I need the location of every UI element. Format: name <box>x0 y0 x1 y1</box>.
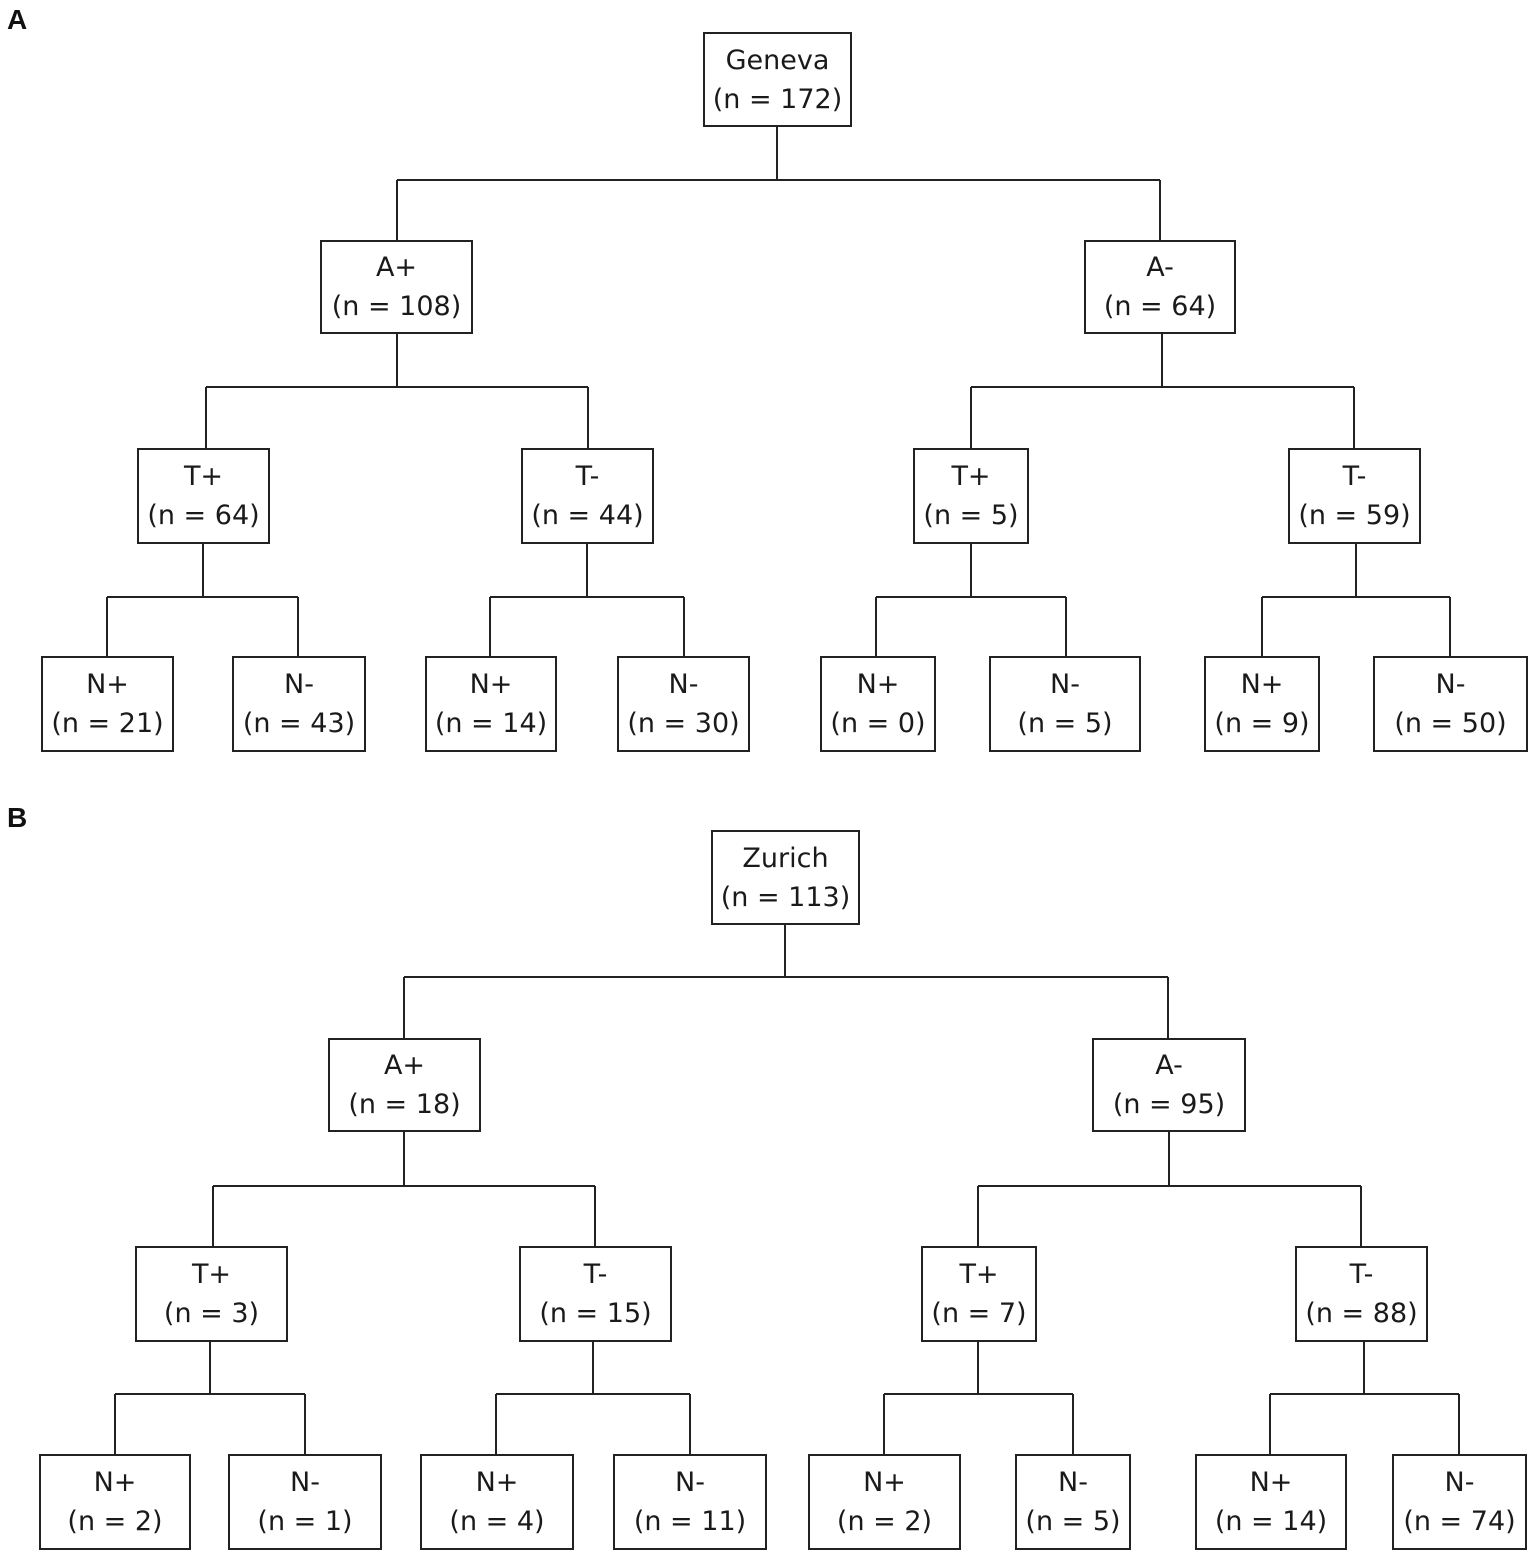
node-count: (n = 172) <box>712 83 843 115</box>
node-count: (n = 18) <box>348 1089 461 1120</box>
node-title: T+ <box>959 1259 999 1290</box>
node-title: N+ <box>856 669 900 700</box>
node-count: (n = 50) <box>1394 708 1507 739</box>
node-title: T- <box>1342 461 1367 492</box>
node-title: N+ <box>863 1467 906 1498</box>
node-title: T- <box>575 461 600 492</box>
node-n-plus: N+ (n = 0) <box>820 656 936 752</box>
node-t-minus: T- (n = 88) <box>1295 1246 1428 1342</box>
node-a-plus: A+ (n = 108) <box>320 240 473 334</box>
node-title: N+ <box>93 1467 137 1498</box>
node-n-minus: N- (n = 1) <box>228 1454 382 1550</box>
node-title: A- <box>1146 252 1174 283</box>
node-title: T+ <box>951 461 991 492</box>
node-n-plus: N+ (n = 9) <box>1204 656 1320 752</box>
root-node-geneva: Geneva (n = 172) <box>703 32 852 127</box>
node-title: N+ <box>469 669 513 700</box>
node-n-minus: N- (n = 50) <box>1373 656 1528 752</box>
node-n-minus: N- (n = 5) <box>1015 1454 1131 1550</box>
node-count: (n = 0) <box>830 708 926 739</box>
node-n-minus: N- (n = 5) <box>989 656 1141 752</box>
node-title: N- <box>284 669 314 700</box>
node-title: A- <box>1155 1050 1183 1081</box>
node-t-plus: T+ (n = 3) <box>135 1246 288 1342</box>
node-t-plus: T+ (n = 7) <box>921 1246 1037 1342</box>
node-a-plus: A+ (n = 18) <box>328 1038 481 1132</box>
node-title: N- <box>1058 1467 1088 1498</box>
node-count: (n = 2) <box>836 1506 933 1537</box>
node-count: (n = 4) <box>449 1506 545 1537</box>
node-t-minus: T- (n = 44) <box>521 448 654 544</box>
node-n-plus: N+ (n = 2) <box>808 1454 961 1550</box>
node-title: N- <box>1050 669 1080 700</box>
node-n-plus: N+ (n = 2) <box>39 1454 191 1550</box>
node-count: (n = 44) <box>531 500 644 531</box>
node-count: (n = 7) <box>931 1298 1027 1329</box>
node-title: Zurich <box>742 842 829 874</box>
panel-label-b: B <box>7 802 28 833</box>
node-count: (n = 59) <box>1298 500 1411 531</box>
node-n-plus: N+ (n = 4) <box>420 1454 574 1550</box>
node-count: (n = 5) <box>923 500 1019 531</box>
node-count: (n = 1) <box>257 1506 353 1537</box>
node-title: N- <box>675 1467 705 1498</box>
node-count: (n = 113) <box>720 881 851 913</box>
node-n-plus: N+ (n = 14) <box>425 656 557 752</box>
node-n-plus: N+ (n = 14) <box>1195 1454 1347 1550</box>
node-title: T+ <box>183 461 224 492</box>
node-count: (n = 15) <box>539 1298 652 1329</box>
node-a-minus: A- (n = 95) <box>1092 1038 1246 1132</box>
node-count: (n = 95) <box>1112 1089 1226 1120</box>
node-t-minus: T- (n = 15) <box>519 1246 672 1342</box>
node-count: (n = 3) <box>163 1298 260 1329</box>
node-title: A+ <box>383 1050 426 1081</box>
node-title: T+ <box>191 1259 232 1290</box>
node-title: N- <box>1435 669 1466 700</box>
node-count: (n = 5) <box>1025 1506 1121 1537</box>
node-title: T- <box>1349 1259 1374 1290</box>
node-title: N- <box>290 1467 320 1498</box>
node-count: (n = 5) <box>1017 708 1113 739</box>
node-a-minus: A- (n = 64) <box>1084 240 1236 334</box>
node-count: (n = 14) <box>434 708 548 739</box>
node-t-plus: T+ (n = 5) <box>913 448 1029 544</box>
node-count: (n = 88) <box>1305 1298 1418 1329</box>
node-count: (n = 64) <box>147 500 260 531</box>
node-title: N+ <box>1249 1467 1293 1498</box>
node-t-minus: T- (n = 59) <box>1288 448 1421 544</box>
node-count: (n = 64) <box>1103 291 1217 322</box>
node-count: (n = 108) <box>331 291 462 322</box>
node-count: (n = 74) <box>1403 1506 1516 1537</box>
node-title: N- <box>668 669 699 700</box>
node-n-minus: N- (n = 74) <box>1392 1454 1527 1550</box>
node-count: (n = 21) <box>51 708 164 739</box>
node-title: N+ <box>475 1467 519 1498</box>
node-count: (n = 9) <box>1214 708 1310 739</box>
node-title: T- <box>583 1259 608 1290</box>
node-title: N+ <box>1240 669 1284 700</box>
node-t-plus: T+ (n = 64) <box>137 448 270 544</box>
node-title: N- <box>1444 1467 1475 1498</box>
node-n-minus: N- (n = 43) <box>232 656 366 752</box>
node-count: (n = 14) <box>1214 1506 1328 1537</box>
node-title: Geneva <box>725 44 830 76</box>
node-count: (n = 11) <box>633 1506 747 1537</box>
node-count: (n = 2) <box>67 1506 163 1537</box>
node-n-minus: N- (n = 11) <box>613 1454 767 1550</box>
node-n-minus: N- (n = 30) <box>617 656 750 752</box>
root-node-zurich: Zurich (n = 113) <box>711 830 860 925</box>
node-n-plus: N+ (n = 21) <box>41 656 174 752</box>
node-title: A+ <box>375 252 418 283</box>
node-count: (n = 30) <box>627 708 740 739</box>
panel-label-a: A <box>7 4 28 35</box>
node-title: N+ <box>86 669 129 700</box>
node-count: (n = 43) <box>242 708 356 739</box>
